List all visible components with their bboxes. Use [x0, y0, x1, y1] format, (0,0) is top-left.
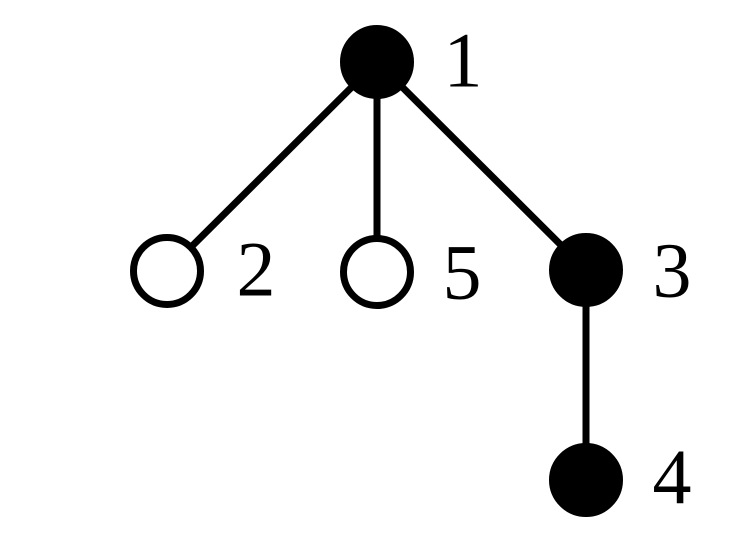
node-1-filled-circle — [340, 25, 414, 99]
node-5-open-circle — [340, 235, 414, 309]
edge-1-3 — [374, 59, 589, 273]
node-label-5: 5 — [443, 229, 482, 316]
node-label-4: 4 — [653, 434, 692, 521]
node-label-2: 2 — [237, 226, 276, 313]
edge-1-2 — [164, 59, 380, 274]
node-label-1: 1 — [444, 17, 483, 104]
node-4-filled-circle — [549, 443, 623, 517]
node-2-open-circle — [130, 234, 204, 308]
node-3-filled-circle — [549, 233, 623, 307]
node-label-3: 3 — [653, 227, 692, 314]
